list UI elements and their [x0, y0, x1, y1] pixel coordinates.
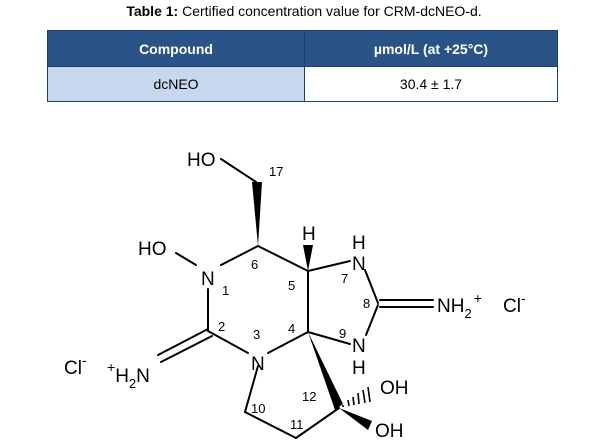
bond-c5-n7: [307, 260, 351, 272]
table-caption: Table 1: Certified concentration value f…: [0, 2, 608, 20]
wedge-c4-c12: [308, 332, 343, 410]
bond-n7-c8: [364, 269, 379, 304]
atom-n7: N: [352, 254, 366, 275]
position-number: 8: [363, 296, 370, 311]
atom-nh2-plus: NH2+: [437, 290, 482, 321]
atom-oh-wedge: OH: [375, 421, 404, 442]
position-number: 17: [269, 164, 283, 179]
caption-text: Certified concentration value for CRM-dc…: [182, 3, 482, 19]
position-number: 4: [288, 321, 295, 336]
bond-c2-nh2-b: [160, 335, 213, 363]
atom-ho-top: HO: [187, 150, 216, 171]
position-number: 7: [341, 271, 348, 286]
dcneo-structure-diagram: HO HO N H H N N H NH2+ Cl- Cl- +H2N N OH…: [64, 150, 526, 442]
table-header-row: Compound µmol/L (at +25°C): [47, 30, 558, 67]
header-compound: Compound: [47, 30, 305, 67]
bond-o-n1: [175, 252, 197, 266]
position-number: 9: [339, 326, 346, 341]
bond-c4-n3: [267, 331, 309, 354]
wedge-c12-oh: [339, 408, 372, 430]
chloride-left: Cl-: [64, 352, 87, 379]
wedge-c6-c17: [252, 182, 262, 246]
caption-label: Table 1:: [126, 3, 179, 19]
bond-c8-n9: [365, 304, 379, 336]
bond-c6-c5: [257, 245, 309, 272]
atom-n1: N: [201, 269, 215, 290]
bond-c11-c12: [295, 407, 340, 439]
bond-n1-c6: [220, 245, 259, 266]
position-number: 5: [288, 278, 295, 293]
position-number: 12: [302, 389, 316, 404]
bond-n3-c10: [244, 365, 259, 413]
wedge-c5-h: [303, 245, 313, 271]
cell-compound: dcNEO: [47, 66, 305, 102]
bond-c2-nh2-a: [157, 328, 209, 356]
position-number: 6: [251, 257, 258, 272]
position-number: 10: [251, 401, 265, 416]
atom-h-top: H: [302, 224, 316, 245]
position-number: 2: [218, 319, 225, 334]
atom-oh-hashed: OH: [380, 378, 409, 399]
hashed-wedge-c12-oh: [342, 386, 371, 407]
chloride-right: Cl-: [503, 290, 526, 317]
bond-o-c17: [220, 158, 257, 183]
atom-n9-h: H: [352, 358, 366, 379]
cell-value: 30.4 ± 1.7: [304, 66, 558, 102]
atom-n3: N: [251, 354, 265, 375]
header-concentration: µmol/L (at +25°C): [304, 30, 558, 67]
position-number: 11: [290, 417, 304, 432]
table-row: dcNEO 30.4 ± 1.7: [47, 66, 558, 102]
atom-n7-h: H: [352, 233, 366, 254]
bond-n9-c4: [307, 331, 351, 345]
bond-c10-c11: [244, 411, 297, 439]
position-number: 3: [253, 327, 260, 342]
atom-n9: N: [352, 336, 366, 357]
bond-n3-c2: [207, 330, 249, 354]
atom-ho-left: HO: [138, 239, 167, 260]
concentration-table: Compound µmol/L (at +25°C) dcNEO 30.4 ± …: [47, 30, 558, 102]
position-number: 1: [222, 283, 229, 298]
atom-h2n-plus: +H2N: [107, 359, 150, 391]
